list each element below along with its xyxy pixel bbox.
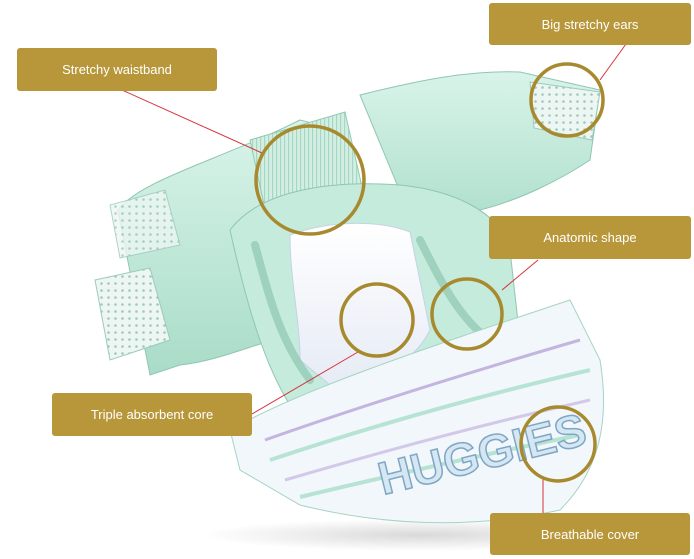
label-anatomic-shape: Anatomic shape bbox=[489, 216, 691, 259]
callout-waistband-circle bbox=[254, 124, 366, 236]
callout-cover-circle bbox=[519, 405, 597, 483]
callout-anatomic-circle bbox=[430, 277, 504, 351]
leg-cuff-left bbox=[251, 241, 314, 384]
label-big-stretchy-ears: Big stretchy ears bbox=[489, 3, 691, 45]
label-stretchy-waistband: Stretchy waistband bbox=[17, 48, 217, 91]
callout-core-circle bbox=[339, 282, 415, 358]
leader-waistband bbox=[121, 89, 263, 154]
leader-core bbox=[251, 351, 359, 415]
diaper-front-panel bbox=[229, 299, 605, 524]
leader-anatomic bbox=[501, 259, 539, 291]
leader-lines bbox=[121, 43, 627, 514]
leader-ears bbox=[599, 43, 627, 81]
callout-circles bbox=[254, 62, 605, 483]
callout-ears-circle bbox=[529, 62, 605, 138]
label-breathable-cover: Breathable cover bbox=[490, 513, 690, 555]
label-triple-absorbent-core: Triple absorbent core bbox=[52, 393, 252, 436]
